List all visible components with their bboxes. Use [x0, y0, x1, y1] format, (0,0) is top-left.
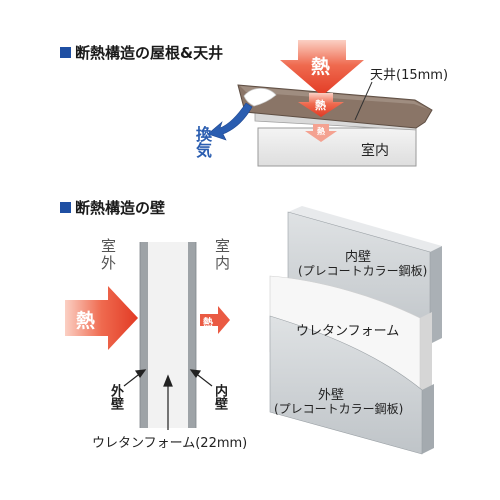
vent-arrow — [207, 102, 253, 141]
roof-heat-label-small: 熱 — [317, 127, 325, 136]
roof-heat-arrow-small — [305, 124, 337, 142]
vent-airflow — [243, 87, 277, 107]
wall-heat-arrow-out — [200, 306, 230, 334]
ceiling-label: 天井(15mm) — [370, 68, 449, 83]
panel-urethane-side — [420, 312, 432, 398]
wall-section-title: 断熱構造の壁 — [60, 197, 165, 218]
wall-section-title-text: 断熱構造の壁 — [75, 199, 166, 217]
room-label: 室内 — [361, 143, 389, 159]
title-square-icon — [60, 202, 71, 213]
vent-label: 換気 — [193, 126, 212, 158]
panel-back-side — [430, 246, 442, 344]
panel-inner-wall-title: 内壁 — [345, 250, 372, 265]
panel-outer-wall — [269, 315, 423, 455]
panel-back-top — [288, 206, 442, 252]
panel-front-side — [422, 384, 434, 454]
outdoor-label: 室外 — [99, 238, 117, 272]
panel-inner-wall-note: (プレコートカラー鋼板) — [298, 264, 428, 278]
roof-highlight — [240, 86, 428, 109]
roof-heat-arrow-large — [280, 40, 364, 96]
roof-heat-label-medium: 熱 — [315, 99, 326, 112]
title-square-icon — [60, 47, 71, 58]
roof-section-title-text: 断熱構造の屋根&天井 — [75, 44, 224, 62]
wall-heat-label-out: 熱 — [203, 318, 213, 329]
inner-wall-plate — [188, 242, 196, 428]
roof-heat-label-large: 熱 — [311, 56, 331, 78]
panel-urethane-label: ウレタンフォーム — [296, 324, 400, 339]
room-box — [257, 127, 417, 167]
outer-wall-label: 外壁 — [108, 384, 123, 410]
inner-wall-label: 内壁 — [212, 384, 227, 410]
outer-wall-plate — [140, 242, 148, 428]
roof-heat-arrow-medium — [298, 93, 344, 117]
ceiling-leader-line — [354, 81, 373, 121]
wall-heat-label-in: 熱 — [76, 310, 96, 332]
panel-outer-wall-note: (プレコートカラー鋼板) — [274, 402, 404, 416]
roof-section-title: 断熱構造の屋根&天井 — [60, 42, 223, 63]
panel-outer-wall-title: 外壁 — [318, 388, 345, 403]
indoor-label: 室内 — [213, 238, 231, 272]
wall-heat-arrow-in — [65, 286, 138, 350]
urethane-label: ウレタンフォーム(22mm) — [92, 436, 248, 451]
